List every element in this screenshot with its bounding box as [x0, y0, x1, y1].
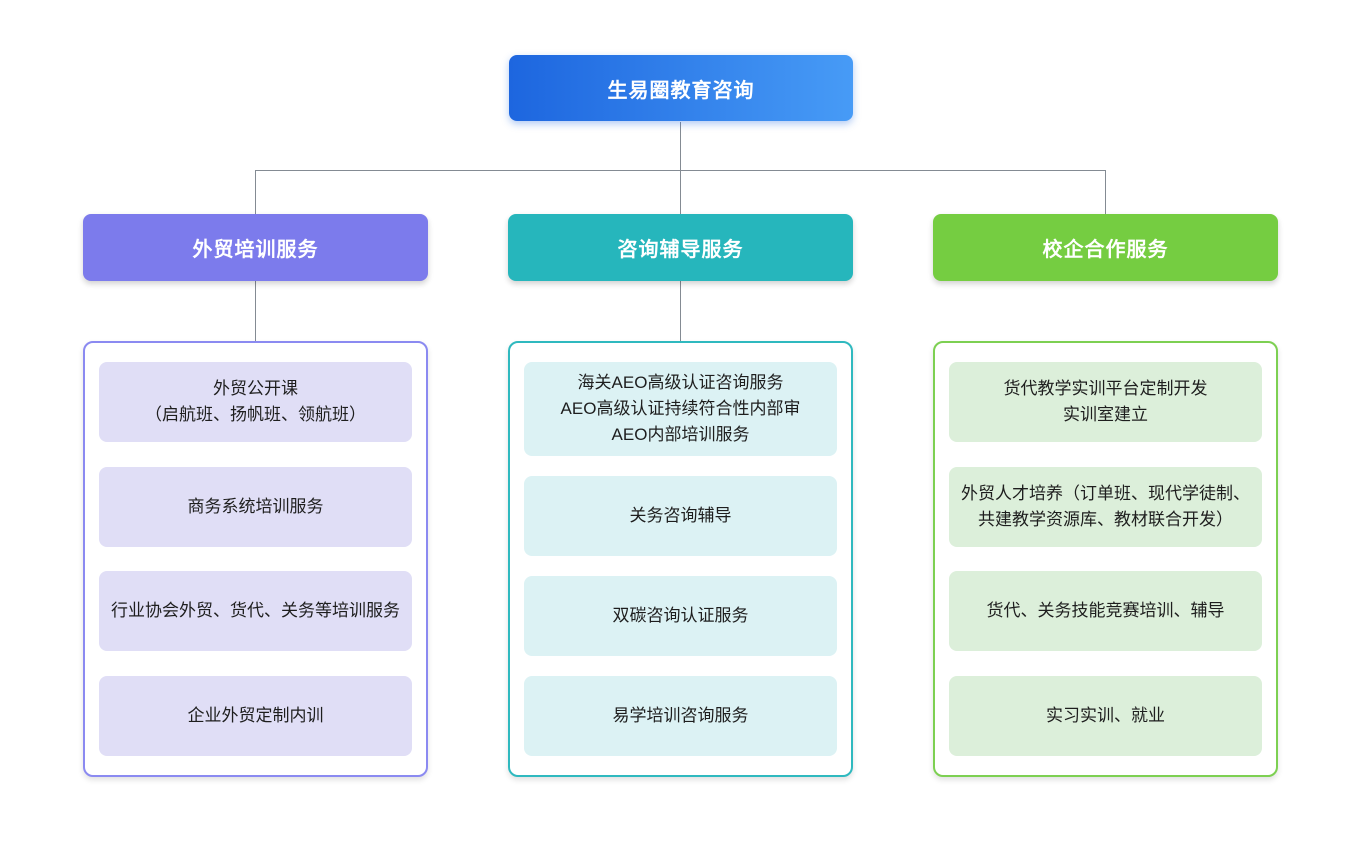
service-item: 海关AEO高级认证咨询服务 AEO高级认证持续符合性内部审 AEO内部培训服务 — [524, 362, 837, 456]
service-item: 实习实训、就业 — [949, 675, 1262, 756]
service-item: 行业协会外贸、货代、关务等培训服务 — [99, 571, 412, 652]
branch-panel-trade-training: 外贸公开课 （启航班、扬帆班、领航班） 商务系统培训服务行业协会外贸、货代、关务等… — [83, 341, 428, 777]
root-node-label: 生易圈教育咨询 — [607, 79, 755, 102]
branch-header-label: 外贸培训服务 — [192, 239, 319, 261]
service-item: 外贸公开课 （启航班、扬帆班、领航班） — [99, 362, 412, 442]
branch-header-label: 咨询辅导服务 — [617, 239, 744, 261]
branch-header-trade-training: 外贸培训服务 — [83, 214, 428, 281]
connector-drop-consulting — [680, 170, 681, 214]
branch-header-label: 校企合作服务 — [1042, 239, 1169, 261]
root-node: 生易圈教育咨询 — [509, 55, 853, 121]
service-item: 商务系统培训服务 — [99, 466, 412, 547]
connector-root-stem — [680, 122, 681, 170]
connector-stem-consulting — [680, 281, 681, 341]
connector-stem-trade-training — [255, 281, 256, 341]
service-item: 货代教学实训平台定制开发 实训室建立 — [949, 362, 1262, 442]
branch-panel-consulting: 海关AEO高级认证咨询服务 AEO高级认证持续符合性内部审 AEO内部培训服务关… — [508, 341, 853, 777]
connector-drop-trade-training — [255, 170, 256, 214]
branch-header-consulting: 咨询辅导服务 — [508, 214, 853, 281]
service-item: 关务咨询辅导 — [524, 476, 837, 556]
branch-panel-school-coop: 货代教学实训平台定制开发 实训室建立外贸人才培养（订单班、现代学徒制、共建教学资… — [933, 341, 1278, 777]
service-item: 双碳咨询认证服务 — [524, 576, 837, 656]
connector-drop-school-coop — [1105, 170, 1106, 214]
service-item: 易学培训咨询服务 — [524, 676, 837, 756]
service-item: 外贸人才培养（订单班、现代学徒制、共建教学资源库、教材联合开发） — [949, 466, 1262, 547]
service-item: 货代、关务技能竞赛培训、辅导 — [949, 571, 1262, 652]
service-item: 企业外贸定制内训 — [99, 675, 412, 756]
branch-header-school-coop: 校企合作服务 — [933, 214, 1278, 281]
